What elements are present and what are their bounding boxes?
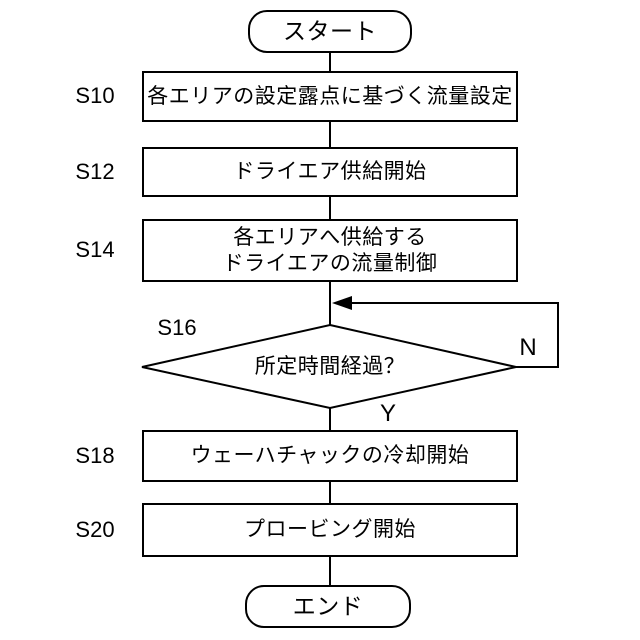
process-box-s10: 各エリアの設定露点に基づく流量設定 bbox=[142, 71, 518, 122]
process-box-s12-label: ドライエア供給開始 bbox=[233, 160, 427, 184]
step-id-s14: S14 bbox=[75, 237, 115, 262]
start-terminal-label: スタート bbox=[283, 18, 377, 45]
end-terminal: エンド bbox=[245, 585, 411, 628]
step-id-s18: S18 bbox=[75, 443, 115, 468]
process-box-s14-label: 各エリアへ供給する ドライエアの流量制御 bbox=[223, 225, 438, 276]
end-terminal-label: エンド bbox=[292, 593, 364, 620]
step-id-s16: S16 bbox=[157, 315, 197, 340]
process-box-s18: ウェーハチャックの冷却開始 bbox=[142, 430, 518, 482]
process-box-s20-label: プロービング開始 bbox=[244, 518, 416, 542]
no-loop-arrowhead-icon bbox=[332, 296, 352, 310]
branch-no-label: N bbox=[519, 334, 537, 361]
process-box-s14-line1: 各エリアへ供給する bbox=[233, 225, 427, 249]
process-box-s20: プロービング開始 bbox=[142, 503, 518, 557]
process-box-s12: ドライエア供給開始 bbox=[142, 147, 518, 197]
step-id-s10: S10 bbox=[75, 83, 115, 108]
process-box-s14-line2: ドライエアの流量制御 bbox=[222, 251, 438, 275]
process-box-s14: 各エリアへ供給する ドライエアの流量制御 bbox=[142, 219, 518, 282]
decision-diamond bbox=[141, 323, 517, 410]
step-id-s12: S12 bbox=[75, 159, 115, 184]
start-terminal: スタート bbox=[248, 10, 412, 53]
no-loop-line bbox=[336, 302, 559, 368]
step-id-s20: S20 bbox=[75, 517, 115, 542]
branch-yes-label: Y bbox=[379, 400, 396, 427]
process-box-s18-label: ウェーハチャックの冷却開始 bbox=[190, 444, 470, 468]
process-box-s10-label: 各エリアの設定露点に基づく流量設定 bbox=[147, 84, 513, 108]
decision-s16-question: 所定時間経過？ bbox=[254, 355, 406, 378]
